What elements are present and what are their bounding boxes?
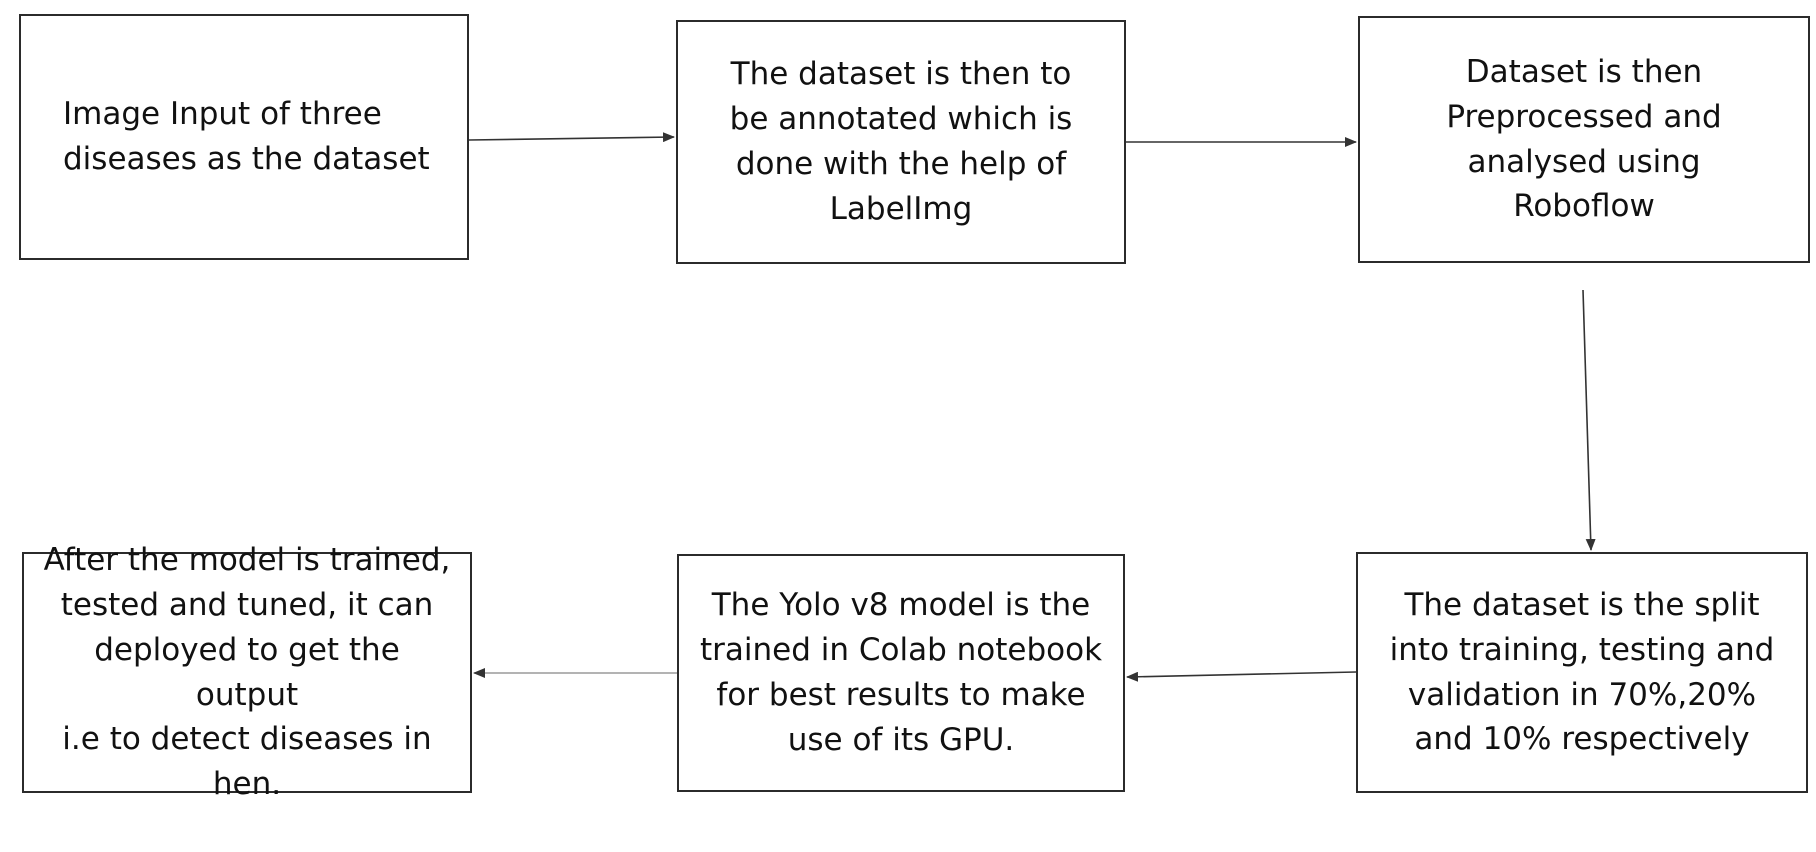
step-image-input-text: Image Input of three diseases as the dat… bbox=[63, 96, 430, 177]
step-deployment-box: After the model is trained, tested and t… bbox=[22, 542, 472, 802]
step-split-box: The dataset is the split into training, … bbox=[1356, 552, 1808, 793]
step-annotation-text: The dataset is then to be annotated whic… bbox=[729, 56, 1073, 227]
step-annotation-box: The dataset is then to be annotated whic… bbox=[676, 20, 1126, 264]
step-split-text: The dataset is the split into training, … bbox=[1389, 586, 1775, 758]
arrow-box3-to-box4 bbox=[1582, 289, 1596, 551]
step-training-text: The Yolo v8 model is the trained in Cola… bbox=[699, 587, 1103, 758]
step-preprocessing-box: Dataset is then Preprocessed and analyse… bbox=[1358, 16, 1810, 263]
step-training-box: The Yolo v8 model is the trained in Cola… bbox=[677, 554, 1125, 792]
arrow-box1-to-box2 bbox=[468, 132, 675, 143]
step-preprocessing-text: Dataset is then Preprocessed and analyse… bbox=[1446, 53, 1722, 225]
step-image-input-box: Image Input of three diseases as the dat… bbox=[19, 14, 469, 260]
step-deployment-text: After the model is trained, tested and t… bbox=[43, 541, 451, 803]
arrow-box4-to-box5 bbox=[1126, 671, 1357, 682]
